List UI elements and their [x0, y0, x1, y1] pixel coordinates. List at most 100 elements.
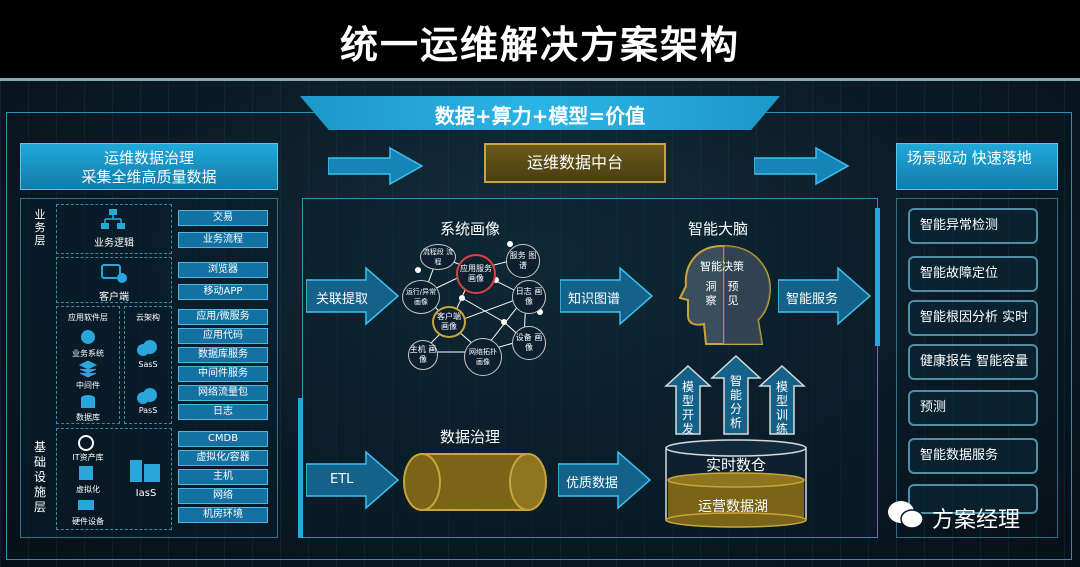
label-smart-service: 智能服务	[786, 292, 839, 307]
label-brain-insight: 洞察	[705, 280, 717, 307]
pill-app-microservice: 应用/微服务	[178, 309, 268, 325]
up-arrow-model-dev	[664, 364, 712, 435]
label-knowledge-graph: 知识图谱	[568, 292, 621, 307]
center-left-accent	[298, 398, 303, 538]
cloud-arch-box	[124, 306, 172, 424]
pill-mobile-app: 移动APP	[178, 284, 268, 300]
label-iaas: IasS	[135, 488, 157, 499]
pill-virtual-container: 虚拟化/容器	[178, 450, 268, 466]
label-quality-data: 优质数据	[566, 476, 619, 491]
label-it-assets: IT资产库	[72, 453, 104, 462]
pill-middleware-service: 中间件服务	[178, 366, 268, 382]
data-pipe-cylinder	[403, 453, 547, 511]
saas-cloud-icon	[137, 340, 157, 356]
pill-host: 主机	[178, 469, 268, 485]
client-icon	[101, 264, 127, 283]
center-right-accent	[875, 208, 880, 346]
brain-head-icon	[678, 244, 771, 345]
label-middleware: 中间件	[76, 381, 100, 390]
arrow-etl	[306, 450, 400, 510]
label-model-train: 模型训练	[775, 380, 788, 436]
graph-node-log: 日志 画像	[512, 280, 546, 314]
scenario-anomaly-detection[interactable]: 智能异常检测	[908, 208, 1038, 244]
hardware-icon	[78, 500, 94, 510]
label-model-dev: 模型开发	[681, 380, 694, 436]
infra-box	[56, 428, 172, 530]
label-business-logic: 业务逻辑	[94, 238, 134, 249]
network-icon	[101, 209, 125, 229]
pill-app-code: 应用代码	[178, 328, 268, 344]
pill-log: 日志	[178, 404, 268, 420]
label-etl: ETL	[330, 472, 354, 487]
page-title: 统一运维解决方案架构	[339, 23, 740, 67]
it-asset-icon	[78, 435, 94, 451]
scenario-empty	[908, 484, 1038, 514]
label-saas: SasS	[138, 360, 158, 369]
arrow-knowledge-graph	[560, 266, 654, 326]
pill-db-service: 数据库服务	[178, 347, 268, 363]
title-bar	[0, 0, 1080, 80]
right-header: 场景驱动 快速落地	[896, 143, 1058, 190]
layer-label-business: 业务层	[34, 208, 46, 247]
value-banner: 数据+算力+模型=价值	[300, 96, 780, 130]
graph-node-runtime: 运行/异常 画像	[402, 280, 440, 314]
layer-label-infra: 基础设施层	[33, 440, 46, 514]
scenario-data-service[interactable]: 智能数据服务	[908, 438, 1038, 474]
graph-node-host: 主机 画像	[408, 340, 438, 370]
arrow-smart-service	[778, 266, 872, 326]
left-header: 运维数据治理 采集全维高质量数据	[20, 143, 278, 190]
pill-datacenter: 机房环境	[178, 507, 268, 523]
header-arrow-right	[754, 146, 850, 186]
stack-icon	[78, 360, 98, 378]
scenario-prediction[interactable]: 预测	[908, 390, 1038, 426]
pill-transaction: 交易	[178, 210, 268, 226]
header-arrow-left	[328, 146, 424, 186]
arrow-quality-data	[558, 450, 652, 510]
watermark: 方案经理	[932, 508, 1021, 533]
label-client: 客户端	[99, 292, 129, 303]
scenario-root-cause[interactable]: 智能根因分析 实时	[908, 300, 1038, 336]
wechat-icon	[888, 501, 924, 529]
graph-node-device: 设备 画像	[512, 326, 546, 360]
title-underline	[0, 78, 1080, 81]
label-brain-decision: 智能决策	[700, 260, 744, 273]
cloud-gear-icon	[81, 330, 95, 344]
pill-cmdb: CMDB	[178, 431, 268, 447]
label-virtualization: 虚拟化	[76, 485, 100, 494]
graph-node-process: 流程段 流程	[420, 244, 456, 270]
business-logic-box	[56, 204, 172, 254]
left-header-line2: 采集全维高质量数据	[81, 168, 217, 186]
label-realtime-warehouse: 实时数仓	[706, 456, 767, 474]
scenario-fault-location[interactable]: 智能故障定位	[908, 256, 1038, 292]
pill-network-packet: 网络流量包	[178, 385, 268, 401]
database-icon	[81, 395, 95, 408]
left-header-line1: 运维数据治理	[103, 149, 194, 167]
label-business-system: 业务系统	[72, 349, 104, 358]
graph-node-app-service: 应用服务 画像	[456, 254, 496, 294]
label-system-portrait: 系统画像	[440, 220, 501, 238]
iaas-building-icon	[130, 460, 160, 482]
label-data-governance: 数据治理	[440, 428, 501, 446]
up-arrow-model-train	[758, 364, 806, 435]
label-association: 关联提取	[316, 292, 369, 307]
arrow-association	[306, 266, 400, 326]
label-smart-analysis: 智能分析	[729, 374, 742, 430]
warehouse-cylinder	[665, 439, 807, 528]
paas-cloud-icon	[137, 388, 157, 404]
graph-node-network-topology: 网络拓扑 画像	[464, 338, 502, 376]
up-arrow-smart-analysis	[710, 354, 762, 435]
label-smart-brain: 智能大脑	[688, 220, 749, 238]
pill-network: 网络	[178, 488, 268, 504]
label-database: 数据库	[76, 413, 100, 422]
pill-business-flow: 业务流程	[178, 232, 268, 248]
label-brain-predict: 预见	[727, 280, 739, 307]
label-app-layer: 应用软件层	[68, 313, 108, 322]
graph-node-service-graph: 服务 图谱	[506, 244, 540, 278]
scenario-list	[896, 198, 1058, 538]
label-ops-lake: 运营数据湖	[698, 499, 768, 515]
banner-text: 数据+算力+模型=价值	[434, 104, 646, 128]
virtualization-icon	[79, 466, 93, 480]
pill-browser: 浏览器	[178, 262, 268, 278]
scenario-health-report[interactable]: 健康报告 智能容量	[908, 344, 1038, 380]
middle-header: 运维数据中台	[484, 143, 666, 183]
